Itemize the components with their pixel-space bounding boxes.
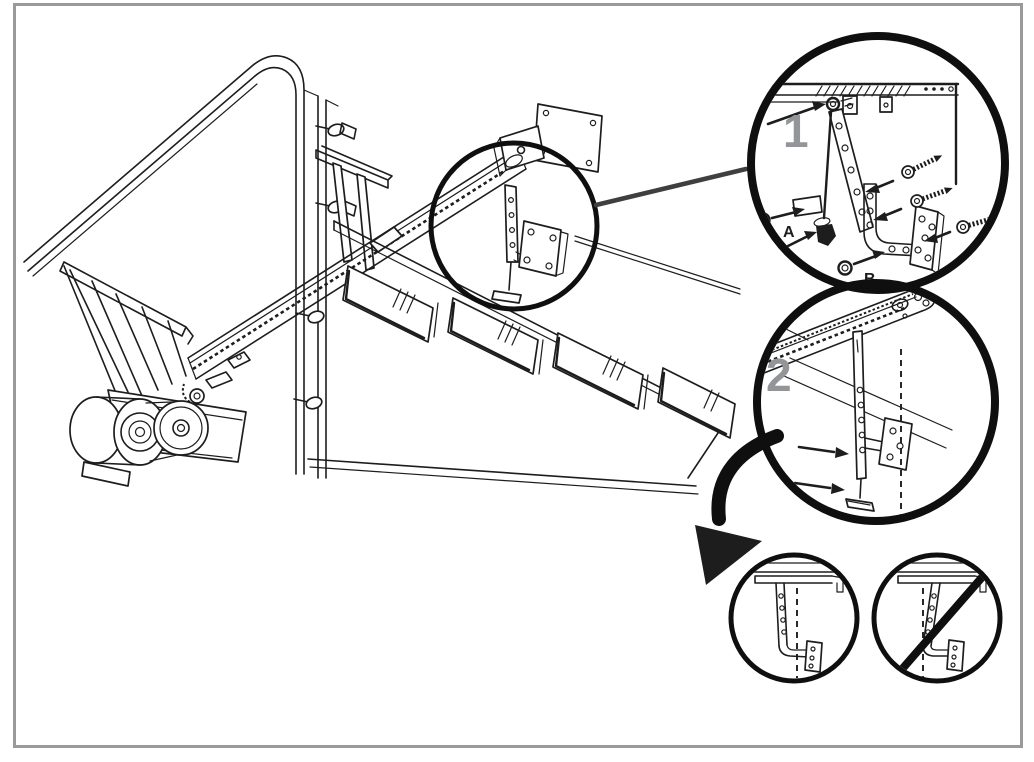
roller [293,396,323,410]
fastener-label-a: A [783,224,795,241]
anchor-fastener [816,224,836,246]
header-bracket [493,103,603,177]
callout-1-content: 1 A B [755,82,1000,288]
curved-arrow-head [695,525,762,585]
punched-strap [852,330,867,480]
door-bracket-assembly [491,184,569,304]
correct-example-circle [728,552,860,684]
drive-pulley [153,400,209,456]
roller [315,199,357,217]
opener-rail [187,147,527,380]
callout-2-ring [753,279,999,525]
nut-b [837,260,853,276]
joist-lines [783,357,953,449]
callout-1: 1 A B [747,32,1009,294]
callout-2-number: 2 [766,349,792,401]
garage-door-panels [307,220,741,495]
detail-highlight-circle [428,140,600,312]
rail-detail [761,288,936,374]
curved-hanger-bracket [863,183,921,257]
door-window [657,367,736,439]
lag-screw [910,187,953,208]
page-border [13,3,1023,748]
drive-chain [192,157,524,371]
leader-line [593,166,749,208]
roller [295,310,325,324]
callout-2: 2 [753,279,999,525]
incorrect-example-circle [871,552,1003,684]
lag-screw [901,155,943,179]
fastener-label-b: B [864,271,876,288]
correct-example-ring [728,552,860,684]
door-window [447,297,539,375]
door-window [552,332,644,410]
roller [315,122,357,140]
hanging-strap [775,582,788,647]
main-illustration [23,55,749,495]
incorrect-example-ring [871,552,1003,684]
door-window [342,265,434,343]
punched-strap [828,108,874,233]
curved-arrow [695,429,784,585]
callout-1-number: 1 [783,105,809,157]
right-horizontal-track [574,235,741,295]
callout-1-ring [747,32,1009,294]
angle-bracket-plate [878,417,913,471]
callout-2-content: 2 [761,288,953,517]
power-head-unit [59,261,251,487]
